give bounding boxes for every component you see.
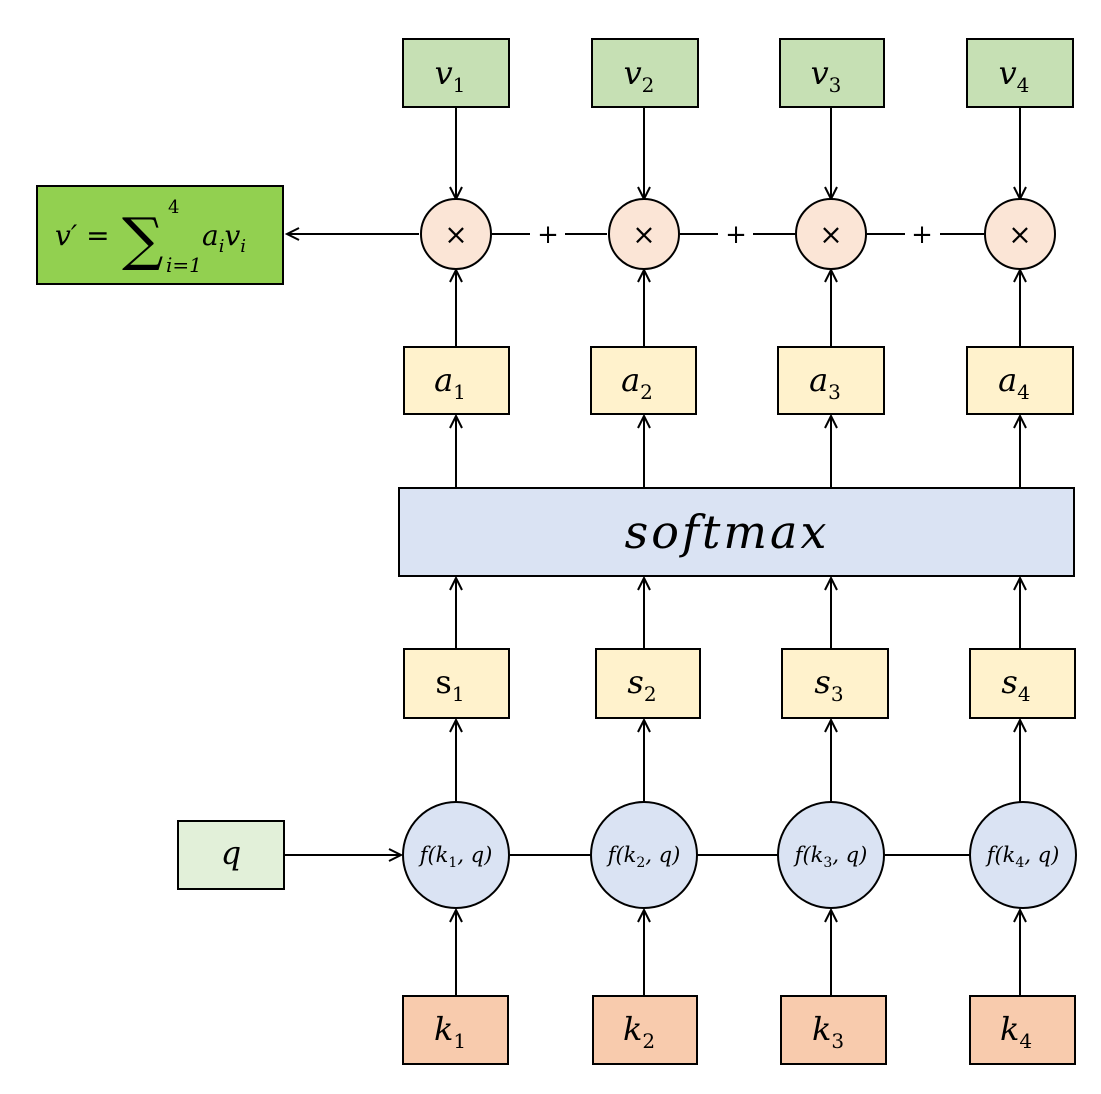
multiply-node-3: × — [795, 198, 867, 270]
softmax-label: softmax — [625, 505, 830, 559]
query-box: q — [177, 820, 285, 890]
svg-text:k1: k1 — [434, 1010, 466, 1053]
score-box-1: s1 — [403, 648, 510, 719]
svg-text:a3: a3 — [809, 361, 841, 404]
plus-sign: + — [537, 220, 559, 250]
key-box-1: k1 — [402, 995, 509, 1065]
weight-box-3: a3 — [777, 346, 885, 415]
svg-text:×: × — [819, 218, 842, 251]
svg-text:s2: s2 — [627, 663, 656, 706]
svg-text:a1: a1 — [434, 361, 466, 404]
sum-lower: i=1 — [166, 253, 202, 277]
plus-signs: + + + — [537, 220, 933, 250]
svg-text:s1: s1 — [435, 663, 464, 706]
svg-text:f(k1, q): f(k1, q) — [418, 843, 493, 871]
weight-box-4: a4 — [966, 346, 1074, 415]
key-box-2: k2 — [592, 995, 698, 1065]
svg-text:×: × — [444, 218, 467, 251]
output-box: v′ = ∑ 4 i=1 aivi — [36, 185, 284, 285]
weight-box-2: a2 — [590, 346, 697, 415]
svg-text:a4: a4 — [998, 361, 1030, 404]
svg-text:a2: a2 — [621, 361, 653, 404]
multiply-node-2: × — [608, 198, 680, 270]
svg-text:×: × — [632, 218, 655, 251]
score-fn-node-1: f(k1, q) — [402, 801, 510, 909]
plus-sign: + — [725, 220, 747, 250]
score-row: s1 s2 s3 s4 — [403, 648, 1076, 719]
svg-text:s3: s3 — [814, 663, 843, 706]
output-lhs: v′ = — [55, 219, 110, 252]
svg-text:k3: k3 — [812, 1010, 844, 1053]
score-fn-node-2: f(k2, q) — [590, 801, 698, 909]
value-box-1: v1 — [402, 38, 510, 108]
svg-text:f(k2, q): f(k2, q) — [606, 843, 681, 871]
score-fn-node-3: f(k3, q) — [777, 801, 885, 909]
svg-text:k4: k4 — [1000, 1010, 1032, 1053]
score-box-2: s2 — [595, 648, 701, 719]
connectors — [284, 107, 1027, 995]
key-box-4: k4 — [969, 995, 1076, 1065]
value-box-2: v2 — [591, 38, 699, 108]
svg-text:s4: s4 — [1001, 663, 1030, 706]
weight-box-1: a1 — [403, 346, 510, 415]
multiply-row: × × × × — [420, 198, 1056, 270]
svg-text:v4: v4 — [999, 54, 1030, 97]
svg-text:aivi: aivi — [202, 219, 246, 257]
value-row: v1 v2 v3 v4 — [402, 38, 1074, 108]
query-label: q — [221, 834, 241, 872]
plus-sign: + — [911, 220, 933, 250]
weight-row: a1 a2 a3 a4 — [403, 346, 1074, 415]
key-row: k1 k2 k3 k4 — [402, 995, 1076, 1065]
score-box-4: s4 — [969, 648, 1076, 719]
score-box-3: s3 — [781, 648, 889, 719]
svg-text:f(k4, q): f(k4, q) — [985, 843, 1060, 871]
multiply-node-1: × — [420, 198, 492, 270]
value-box-3: v3 — [779, 38, 885, 108]
value-box-4: v4 — [966, 38, 1074, 108]
svg-text:×: × — [1008, 218, 1031, 251]
svg-text:k2: k2 — [623, 1010, 655, 1053]
sum-symbol: ∑ — [122, 205, 163, 273]
score-fn-row: f(k1, q) f(k2, q) f(k3, q) f(k4, q) — [402, 801, 1077, 909]
softmax-box: softmax — [398, 487, 1075, 577]
score-fn-node-4: f(k4, q) — [969, 801, 1077, 909]
svg-text:f(k3, q): f(k3, q) — [793, 843, 868, 871]
key-box-3: k3 — [780, 995, 887, 1065]
multiply-node-4: × — [984, 198, 1056, 270]
svg-text:v1: v1 — [435, 54, 466, 97]
svg-text:v3: v3 — [811, 54, 842, 97]
sum-upper: 4 — [168, 197, 179, 218]
svg-text:v2: v2 — [624, 54, 655, 97]
